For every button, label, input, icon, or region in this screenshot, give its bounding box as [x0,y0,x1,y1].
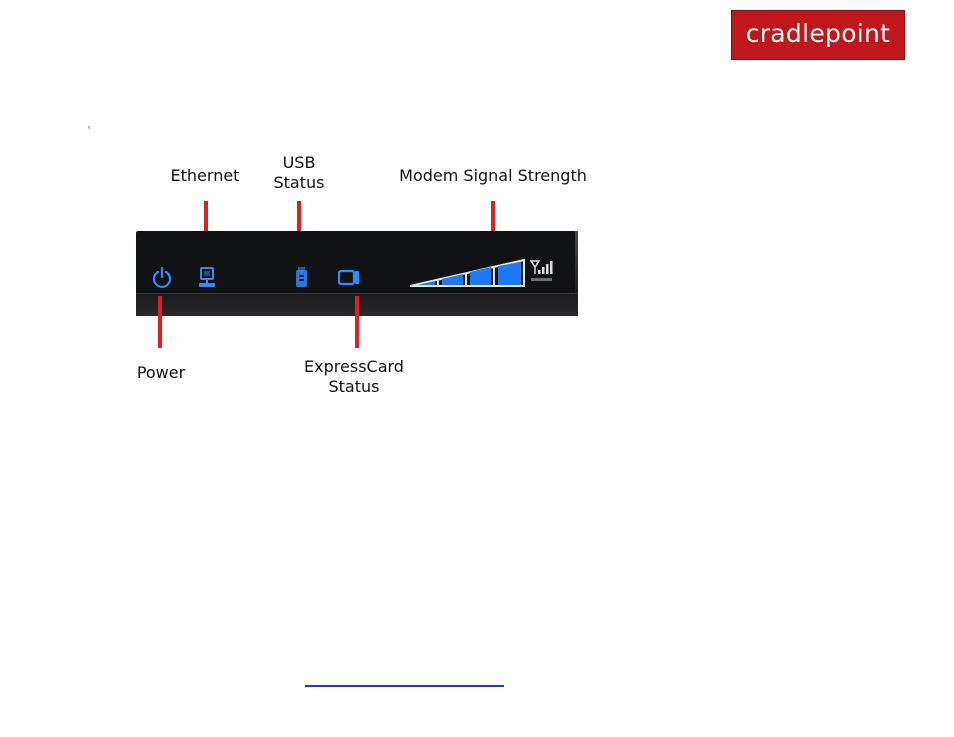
usb-icon [293,266,311,290]
signal-bar-3 [470,267,491,285]
usb-status-label-line2: Status [268,173,330,193]
power-icon [151,266,173,290]
signal-antenna-icon [529,259,553,285]
stray-mark: ʿ [88,127,91,136]
panel-edge-highlight [575,231,578,293]
modem-signal-strength-label: Modem Signal Strength [394,166,592,186]
ethernet-icon [196,266,218,290]
signal-bar-4 [498,262,521,285]
power-pointer [158,296,162,348]
expresscard-status-label-line2: Status [298,377,410,397]
ethernet-label: Ethernet [165,166,245,186]
underlined-link[interactable] [305,685,504,687]
usb-status-label-line1: USB [268,153,330,173]
usb-status-label: USB Status [268,153,330,193]
expresscard-icon [337,268,361,288]
cradlepoint-logo: cradlepoint [731,10,905,60]
signal-strength-meter [408,258,526,288]
power-label: Power [130,363,192,383]
expresscard-status-label-line1: ExpressCard [298,357,410,377]
expresscard-status-label: ExpressCard Status [298,357,410,397]
expresscard-status-pointer [355,296,359,348]
